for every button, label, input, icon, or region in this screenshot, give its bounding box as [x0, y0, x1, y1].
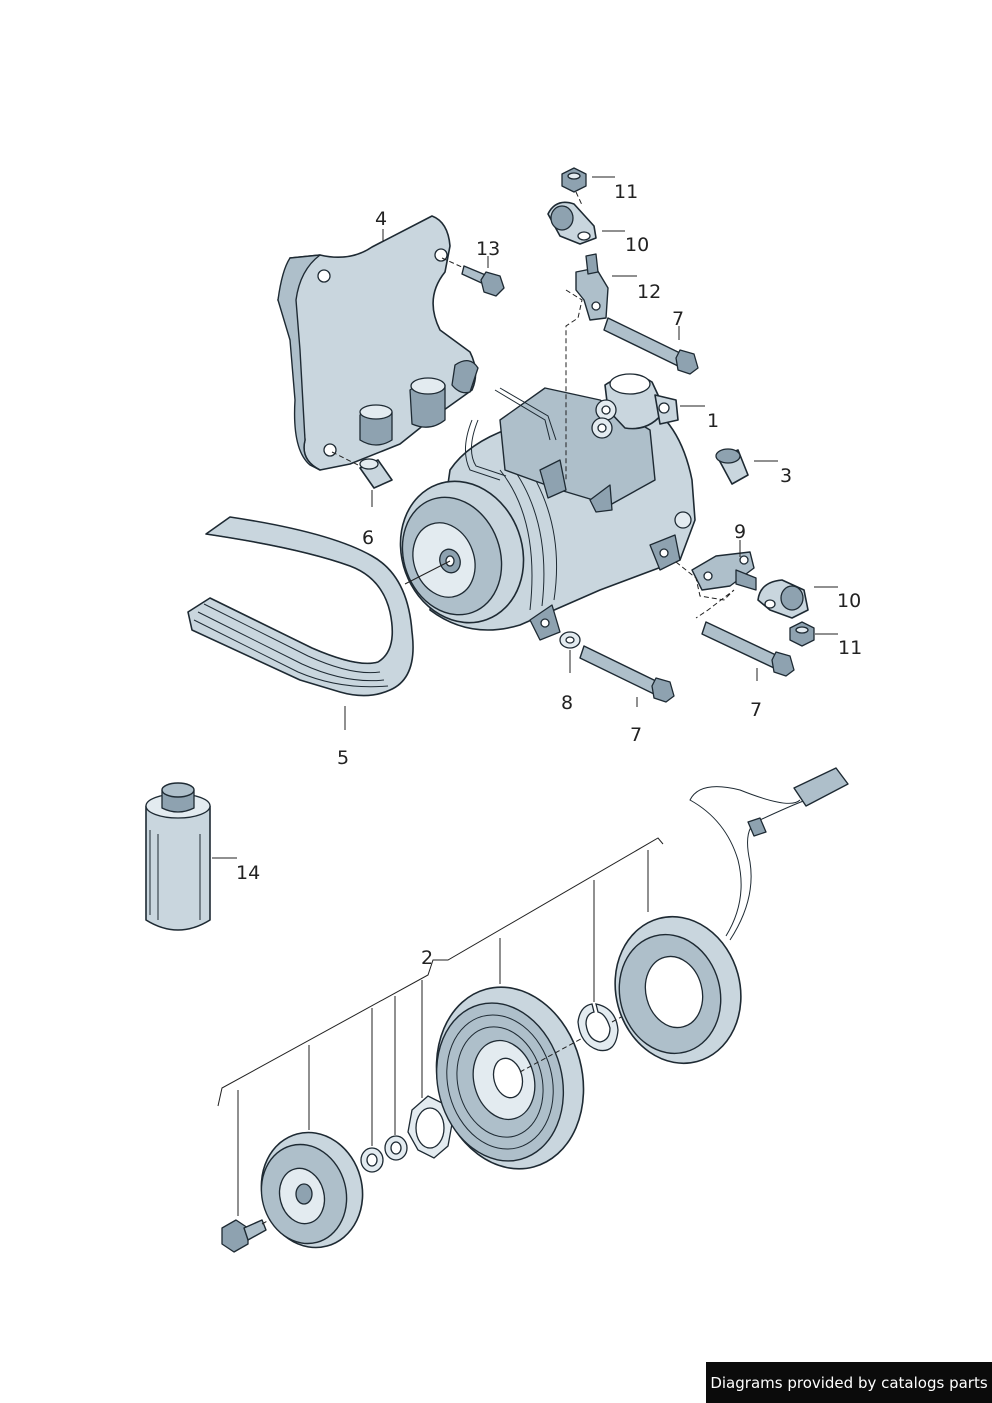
callout-10-right: 10 [837, 590, 861, 612]
callout-13: 13 [476, 238, 500, 260]
part-1-compressor[interactable] [381, 373, 696, 641]
part-8-washer[interactable] [559, 631, 581, 649]
callout-7-upper: 7 [672, 308, 684, 330]
part-11-nut-right[interactable] [789, 621, 815, 647]
part-6-sleeve[interactable] [331, 451, 393, 489]
part-12-bracket[interactable] [575, 253, 609, 321]
callout-2: 2 [421, 947, 433, 969]
part-14-oil-can[interactable] [145, 782, 211, 931]
callout-6: 6 [362, 527, 374, 549]
part-5-belt[interactable] [187, 516, 414, 697]
callout-4: 4 [375, 208, 387, 230]
part-11-nut-top[interactable] [561, 167, 587, 193]
callout-8: 8 [561, 692, 573, 714]
callout-14: 14 [236, 862, 260, 884]
callout-11-right: 11 [838, 637, 862, 659]
callout-1: 1 [707, 410, 719, 432]
callout-3: 3 [780, 465, 792, 487]
callout-9: 9 [734, 521, 746, 543]
part-13-bolt[interactable] [441, 257, 505, 297]
callout-11-top: 11 [614, 181, 638, 203]
part-4-bracket[interactable] [277, 215, 479, 471]
part-3-plug[interactable] [715, 448, 749, 485]
callout-5: 5 [337, 747, 349, 769]
callout-12: 12 [637, 281, 661, 303]
part-10-clamp-right[interactable] [757, 579, 809, 619]
part-7-bolt-upper[interactable] [603, 317, 699, 375]
part-2-spring-ring[interactable] [407, 1095, 453, 1159]
part-7-bolt-right[interactable] [701, 621, 795, 677]
part-2-shim-2[interactable] [384, 1135, 408, 1161]
callout-7-lower: 7 [630, 724, 642, 746]
part-2-circlip[interactable] [577, 1003, 619, 1052]
callout-7-right: 7 [750, 699, 762, 721]
part-2-shim-1[interactable] [360, 1147, 384, 1173]
footer-credit: Diagrams provided by catalogs parts [706, 1362, 992, 1403]
part-2-clutch-bolt[interactable] [221, 1219, 267, 1253]
part-2-pulley[interactable] [417, 970, 604, 1185]
part-2-magnetic-coil[interactable] [599, 767, 849, 1078]
part-7-bolt-lower[interactable] [579, 645, 675, 703]
part-9-bracket[interactable] [691, 551, 757, 591]
part-10-clamp-top[interactable] [547, 201, 597, 245]
part-2-armature-plate[interactable] [249, 1121, 376, 1259]
callout-10-top: 10 [625, 234, 649, 256]
